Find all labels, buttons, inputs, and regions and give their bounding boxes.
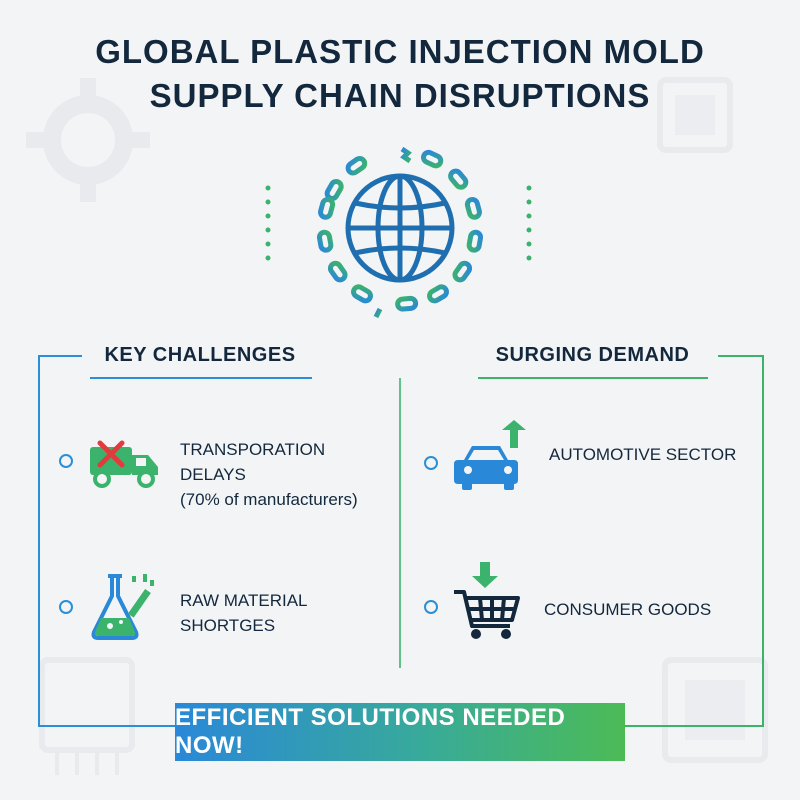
right-dot-accent xyxy=(526,185,532,261)
center-divider xyxy=(399,378,401,668)
transportation-delays-text: TRANSPORATION DELAYS (70% of manufacture… xyxy=(180,437,380,512)
right-panel-frame-top xyxy=(718,355,762,357)
transportation-line-1: TRANSPORATION xyxy=(180,440,326,459)
background-chip-icon xyxy=(657,77,733,153)
raw-material-text: RAW MATERIAL SHORTGES xyxy=(180,588,380,638)
car-up-arrow-icon xyxy=(454,420,526,490)
call-to-action-banner: EFFICIENT SOLUTIONS NEEDED NOW! xyxy=(175,703,625,761)
raw-material-line-1: RAW MATERIAL xyxy=(180,591,308,610)
consumer-goods-text: CONSUMER GOODS xyxy=(544,600,712,619)
truck-blocked-icon xyxy=(90,440,158,488)
key-challenges-underline xyxy=(90,377,312,379)
title-line-2: SUPPLY CHAIN DISRUPTIONS xyxy=(149,77,651,114)
cart-down-arrow-icon xyxy=(454,562,520,639)
background-chip-icon-left xyxy=(39,657,135,775)
bullet-transportation xyxy=(59,454,73,468)
automotive-sector-text: AUTOMOTIVE SECTOR xyxy=(549,445,737,464)
transportation-line-2: DELAYS xyxy=(180,465,246,484)
flask-shortage-icon xyxy=(91,574,154,640)
surging-demand-heading: SURGING DEMAND xyxy=(495,344,690,366)
title-line-1: GLOBAL PLASTIC INJECTION MOLD xyxy=(95,33,705,70)
key-challenges-heading: KEY CHALLENGES xyxy=(104,344,296,366)
background-gear-icon xyxy=(26,78,150,202)
bullet-automotive xyxy=(424,456,438,470)
right-panel-frame xyxy=(400,355,764,727)
raw-material-line-2: SHORTGES xyxy=(180,616,276,635)
left-dot-accent xyxy=(265,185,271,261)
bullet-consumer-goods xyxy=(424,600,438,614)
surging-demand-underline xyxy=(478,377,708,379)
left-panel-frame xyxy=(38,355,402,727)
page-title: GLOBAL PLASTIC INJECTION MOLD SUPPLY CHA… xyxy=(0,30,800,118)
globe-chain-icon xyxy=(316,146,484,319)
bullet-raw-material xyxy=(59,600,73,614)
background-chip-icon-right xyxy=(662,657,768,763)
transportation-line-3: (70% of manufacturers) xyxy=(180,490,358,509)
left-panel-frame-top xyxy=(38,355,82,357)
banner-label: EFFICIENT SOLUTIONS NEEDED NOW! xyxy=(175,704,566,759)
